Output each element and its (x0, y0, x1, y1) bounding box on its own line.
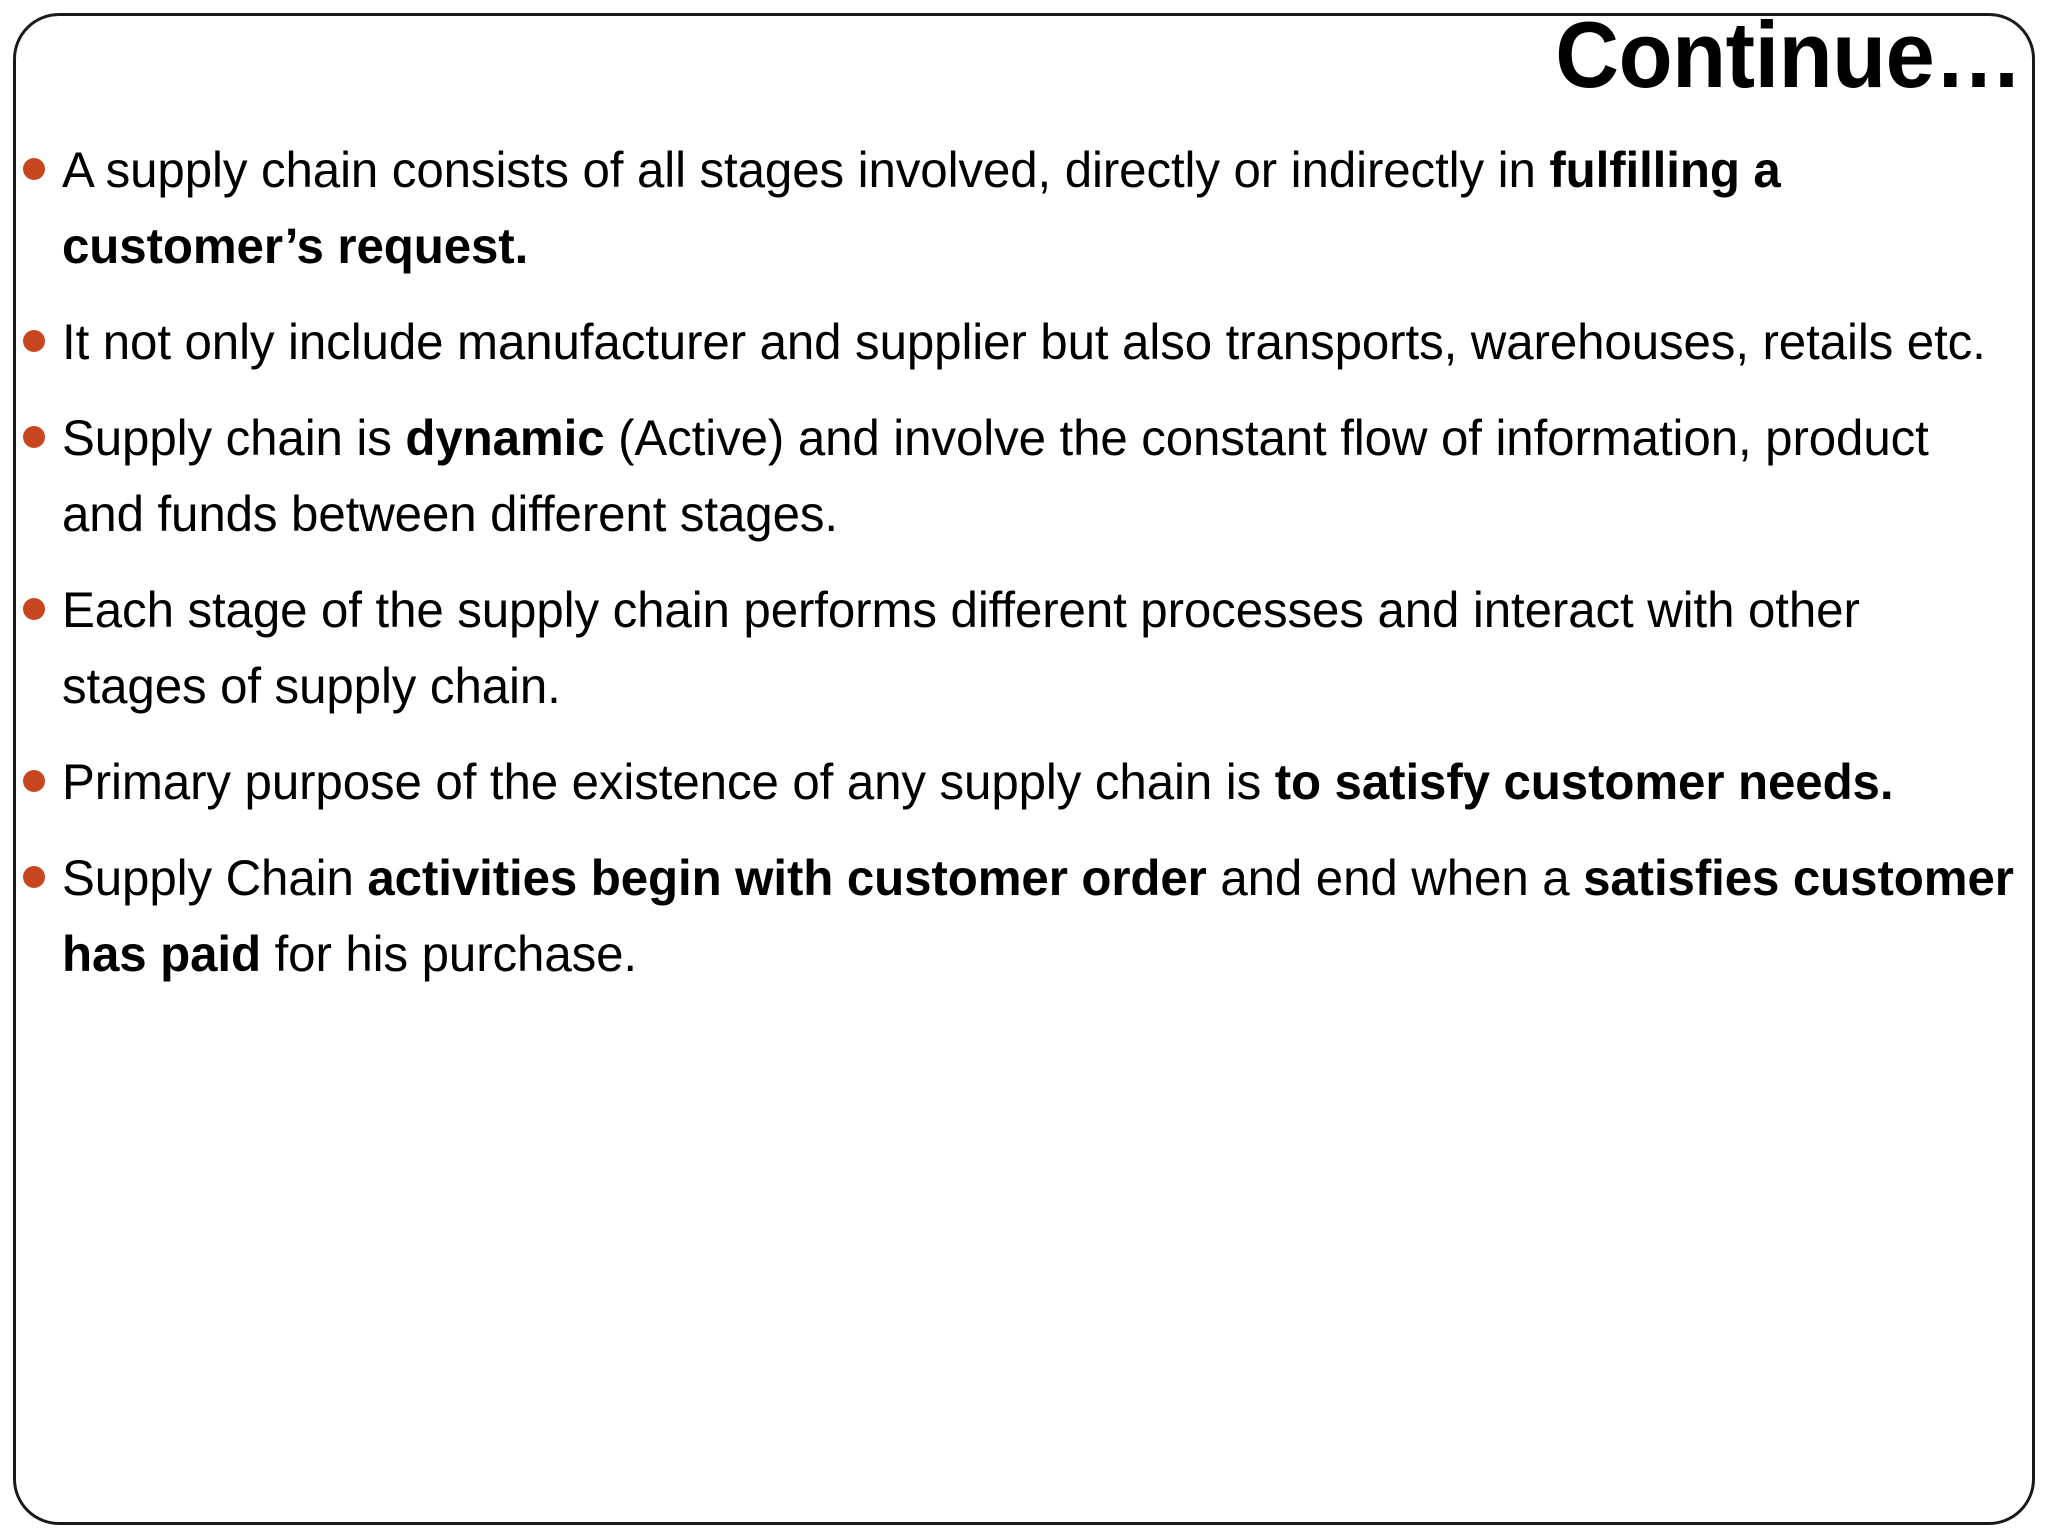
plain-text: Primary purpose of the existence of any … (62, 754, 1275, 810)
list-item-text: A supply chain consists of all stages in… (62, 132, 2014, 284)
plain-text: (Active) and involve the constant flow o… (62, 410, 1929, 542)
slide-title-area: Continue… (0, 0, 2030, 122)
list-item: Supply Chain activities begin with custo… (0, 840, 2048, 992)
plain-text: Supply chain is (62, 410, 406, 466)
plain-text: Each stage of the supply chain performs … (62, 582, 1860, 714)
list-item: Each stage of the supply chain performs … (0, 572, 2048, 724)
bullet-dot-icon (23, 866, 45, 888)
emphasis-text: to satisfy customer needs. (1274, 754, 1894, 810)
list-item: A supply chain consists of all stages in… (0, 132, 2048, 284)
emphasis-text: dynamic (405, 410, 605, 466)
plain-text: A supply chain consists of all stages in… (62, 142, 1550, 198)
bullet-dot-icon (23, 770, 45, 792)
plain-text: and end when a (1206, 850, 1584, 906)
bullet-dot-icon (23, 598, 45, 620)
list-item-text: Supply chain is dynamic (Active) and inv… (62, 400, 2014, 552)
list-item-text: Primary purpose of the existence of any … (62, 744, 2014, 820)
list-item-text: Each stage of the supply chain performs … (62, 572, 2014, 724)
emphasis-text: fulfilling a customer’s request. (62, 142, 1781, 274)
list-item-text: Supply Chain activities begin with custo… (62, 840, 2014, 992)
plain-text: It not only include manufacturer and sup… (62, 314, 1986, 370)
list-item-text: It not only include manufacturer and sup… (62, 304, 2014, 380)
list-item: Supply chain is dynamic (Active) and inv… (0, 400, 2048, 552)
bullet-dot-icon (23, 426, 45, 448)
bullet-list: A supply chain consists of all stages in… (0, 126, 2048, 992)
emphasis-text: activities begin with customer order (367, 850, 1207, 906)
plain-text: Supply Chain (62, 850, 368, 906)
bullet-dot-icon (23, 158, 45, 180)
emphasis-text: satisfies customer has paid (62, 850, 2014, 982)
list-item: It not only include manufacturer and sup… (0, 304, 2048, 380)
plain-text: for his purchase. (261, 926, 638, 982)
list-item: Primary purpose of the existence of any … (0, 744, 2048, 820)
bullet-dot-icon (23, 330, 45, 352)
page-title: Continue… (1555, 2, 2023, 107)
